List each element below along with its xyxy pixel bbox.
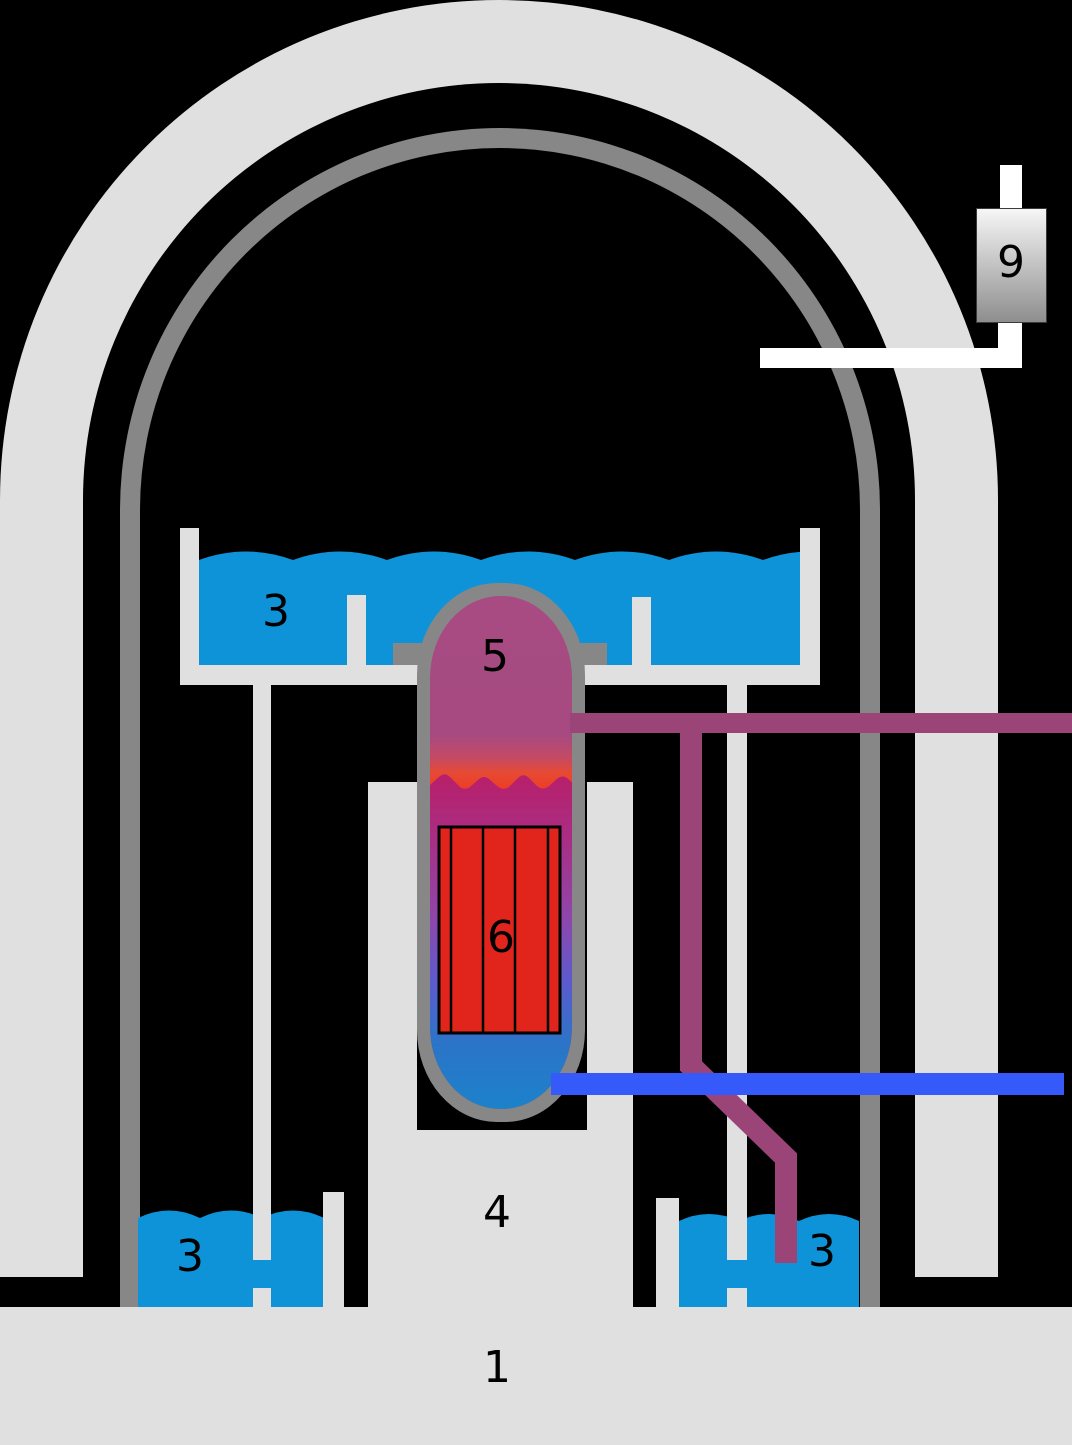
label-upper-pool: 3	[262, 586, 290, 637]
steam-branch-line	[680, 713, 797, 1263]
steam-line	[570, 713, 1072, 733]
label-lower-right-pool: 3	[808, 1226, 836, 1277]
upper-pool-partition-right	[632, 597, 651, 665]
upper-pool-partition-left	[347, 595, 366, 665]
upper-pool-wall-right	[800, 528, 820, 685]
lower-left-pool-water	[138, 1210, 323, 1307]
vent-pipe-stub	[1000, 165, 1022, 209]
lower-right-pool-water	[679, 1214, 859, 1307]
label-vessel-dome: 5	[481, 631, 509, 682]
vent-pipe-riser	[998, 323, 1022, 350]
support-column-right-foot	[727, 1288, 747, 1307]
label-basemat: 1	[483, 1342, 511, 1393]
basemat-slab	[0, 1307, 1072, 1445]
reactor-core	[437, 825, 562, 1035]
component-9-box	[976, 208, 1047, 323]
label-lower-left-pool: 3	[176, 1231, 204, 1282]
support-column-left-foot	[253, 1288, 271, 1307]
support-column-left	[253, 685, 271, 1260]
label-component-9: 9	[997, 237, 1025, 288]
upper-pool-wall-left	[180, 528, 199, 685]
label-core: 6	[487, 912, 515, 963]
reactor-pressure-vessel	[417, 583, 585, 1122]
lower-right-pool-left-wall	[656, 1198, 679, 1307]
lower-left-pool-right-wall	[323, 1192, 344, 1307]
label-pedestal: 4	[483, 1187, 511, 1238]
feedwater-line	[551, 1073, 1064, 1095]
vent-pipe-horizontal	[760, 348, 1022, 368]
